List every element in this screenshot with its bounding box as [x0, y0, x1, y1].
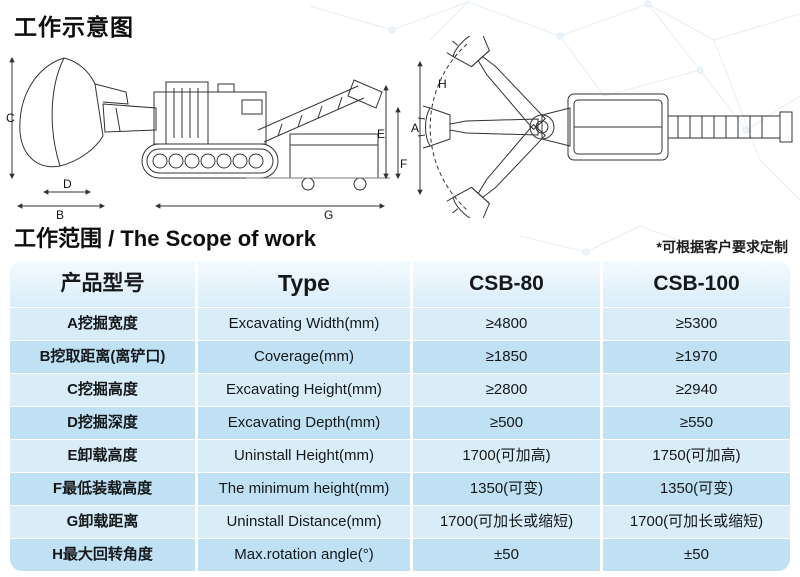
row-value-csb100: 1350(可变) — [600, 473, 790, 505]
row-value-csb100: 1750(可加高) — [600, 440, 790, 472]
table-row: H最大回转角度 Max.rotation angle(°) ±50 ±50 — [10, 538, 790, 571]
customization-note: *可根据客户要求定制 — [656, 239, 788, 255]
dimension-labels-side: C D B G E F — [6, 111, 407, 222]
row-label-en: Excavating Height(mm) — [195, 374, 410, 406]
header-type: Type — [195, 261, 410, 307]
table-row: D挖掘深度 Excavating Depth(mm) ≥500 ≥550 — [10, 406, 790, 439]
row-value-csb100: ≥550 — [600, 407, 790, 439]
row-value-csb80: 1700(可加高) — [410, 440, 600, 472]
table-row: F最低装载高度 The minimum height(mm) 1350(可变) … — [10, 472, 790, 505]
dimension-lines-side — [9, 56, 401, 209]
header-csb-100: CSB-100 — [600, 261, 790, 307]
label-F: F — [400, 157, 407, 171]
row-value-csb100: ±50 — [600, 539, 790, 571]
table-row: C挖掘高度 Excavating Height(mm) ≥2800 ≥2940 — [10, 373, 790, 406]
row-value-csb80: ±50 — [410, 539, 600, 571]
row-value-csb100: ≥1970 — [600, 341, 790, 373]
section-heading-zh: 工作范围 — [14, 226, 103, 251]
row-value-csb100: ≥2940 — [600, 374, 790, 406]
machine-top-view-diagram: H A — [411, 36, 793, 218]
row-value-csb80: ≥1850 — [410, 341, 600, 373]
row-label-en: The minimum height(mm) — [195, 473, 410, 505]
table-row: B挖取距离(离铲口) Coverage(mm) ≥1850 ≥1970 — [10, 340, 790, 373]
row-value-csb80: ≥4800 — [410, 308, 600, 340]
row-label-en: Uninstall Height(mm) — [195, 440, 410, 472]
header-product-model: 产品型号 — [60, 272, 145, 296]
row-value-csb80: ≥500 — [410, 407, 600, 439]
spec-table: 产品型号 Type CSB-80 CSB-100 A挖掘宽度 Excavatin… — [10, 261, 790, 571]
row-label-zh: G卸载距离 — [66, 512, 139, 530]
machine-top-outline — [417, 36, 793, 218]
row-label-en: Coverage(mm) — [195, 341, 410, 373]
label-E: E — [377, 127, 385, 141]
row-value-csb80: ≥2800 — [410, 374, 600, 406]
table-row: G卸载距离 Uninstall Distance(mm) 1700(可加长或缩短… — [10, 505, 790, 538]
row-label-en: Excavating Width(mm) — [195, 308, 410, 340]
row-value-csb80: 1350(可变) — [410, 473, 600, 505]
label-C: C — [6, 111, 15, 125]
page-title: 工作示意图 — [14, 14, 134, 40]
machine-side-view-diagram: C D B G E F — [6, 56, 407, 222]
header-csb-80: CSB-80 — [410, 261, 600, 307]
dimension-labels-top: H A — [411, 77, 447, 135]
row-value-csb100: 1700(可加长或缩短) — [600, 506, 790, 538]
row-label-en: Excavating Depth(mm) — [195, 407, 410, 439]
label-A: A — [411, 121, 419, 135]
table-row: A挖掘宽度 Excavating Width(mm) ≥4800 ≥5300 — [10, 307, 790, 340]
label-B: B — [56, 208, 64, 222]
row-label-zh: B挖取距离(离铲口) — [39, 347, 166, 365]
section-heading: 工作范围 / The Scope of work — [14, 221, 316, 253]
row-value-csb80: 1700(可加长或缩短) — [410, 506, 600, 538]
section-heading-en: / The Scope of work — [102, 226, 316, 251]
row-label-zh: D挖掘深度 — [67, 413, 138, 431]
row-label-zh: A挖掘宽度 — [67, 314, 138, 332]
row-label-en: Uninstall Distance(mm) — [195, 506, 410, 538]
row-label-zh: F最低装载高度 — [52, 479, 153, 497]
label-G: G — [324, 208, 333, 222]
row-value-csb100: ≥5300 — [600, 308, 790, 340]
label-D: D — [63, 177, 72, 191]
machine-side-outline — [19, 57, 390, 191]
label-H: H — [438, 77, 447, 91]
row-label-zh: H最大回转角度 — [52, 545, 153, 563]
row-label-en: Max.rotation angle(°) — [195, 539, 410, 571]
table-row: E卸载高度 Uninstall Height(mm) 1700(可加高) 175… — [10, 439, 790, 472]
table-header-row: 产品型号 Type CSB-80 CSB-100 — [10, 261, 790, 307]
row-label-zh: E卸载高度 — [67, 446, 138, 464]
row-label-zh: C挖掘高度 — [67, 380, 138, 398]
